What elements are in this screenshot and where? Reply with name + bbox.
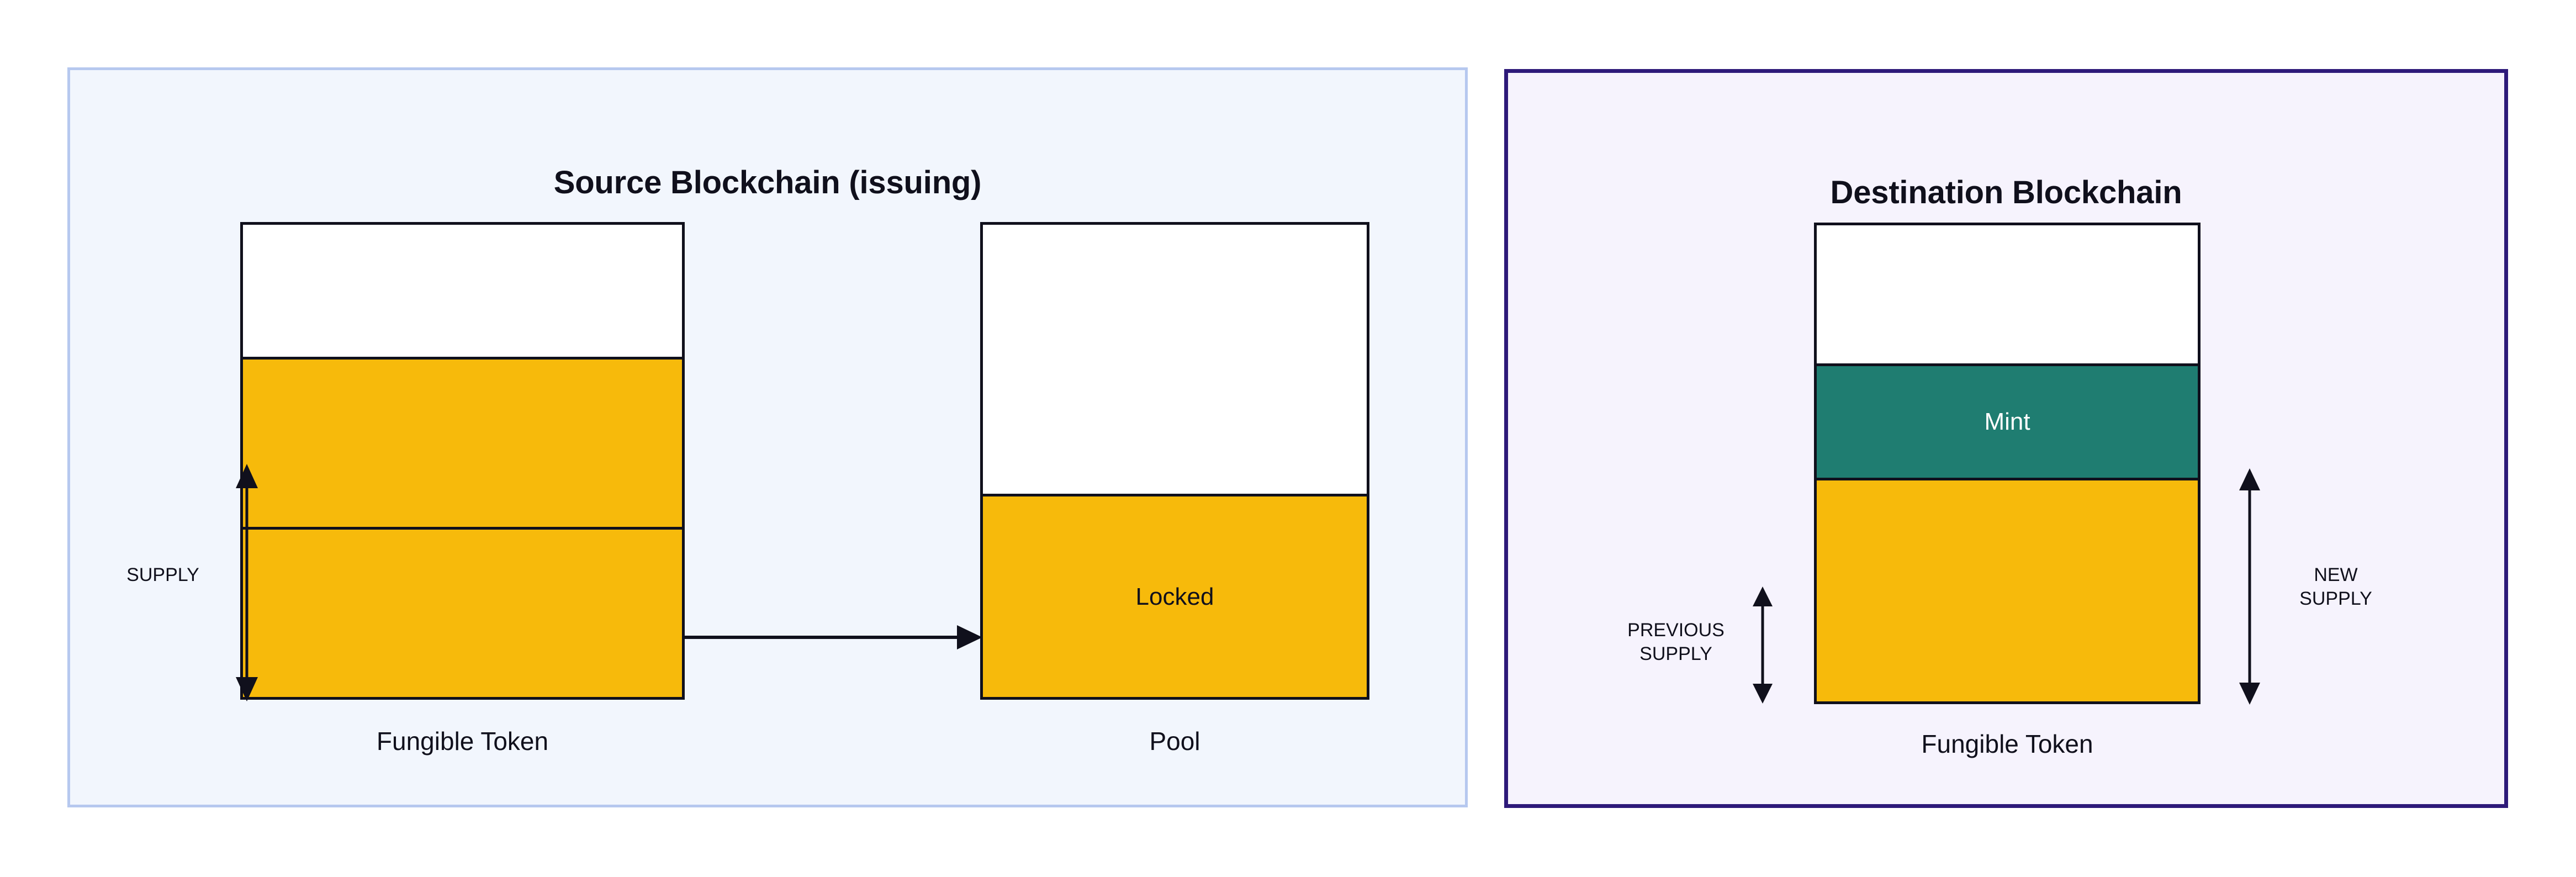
source-token-headroom-segment <box>243 225 682 357</box>
supply-measure-label: SUPPLY <box>126 564 199 585</box>
mint-label: Mint <box>1984 408 2030 435</box>
source-token-supply-lower-segment <box>243 527 682 697</box>
new-supply-measure-label: NEW SUPPLY <box>2299 564 2372 609</box>
supply-measure-arrow <box>235 464 259 701</box>
pool-stack: Locked <box>980 222 1369 700</box>
destination-fungible-token-caption: Fungible Token <box>1921 730 2093 758</box>
previous-supply-measure-label: PREVIOUS SUPPLY <box>1627 620 1725 664</box>
source-fungible-token-caption: Fungible Token <box>376 727 549 756</box>
destination-fungible-token-stack: Mint <box>1814 223 2201 704</box>
source-fungible-token-stack <box>240 222 685 700</box>
destination-token-headroom-segment <box>1817 225 2198 363</box>
destination-token-previous-supply-segment <box>1817 477 2198 701</box>
transfer-arrow <box>683 624 983 653</box>
source-token-supply-upper-segment <box>243 357 682 527</box>
new-supply-measure-arrow <box>2238 468 2262 705</box>
source-panel-title: Source Blockchain (issuing) <box>553 165 982 200</box>
pool-locked-segment: Locked <box>983 494 1367 697</box>
pool-caption: Pool <box>1149 727 1200 756</box>
destination-token-mint-segment: Mint <box>1817 363 2198 478</box>
pool-empty-segment <box>983 225 1367 494</box>
previous-supply-measure-arrow <box>1750 587 1775 704</box>
destination-panel-title: Destination Blockchain <box>1830 175 2182 210</box>
